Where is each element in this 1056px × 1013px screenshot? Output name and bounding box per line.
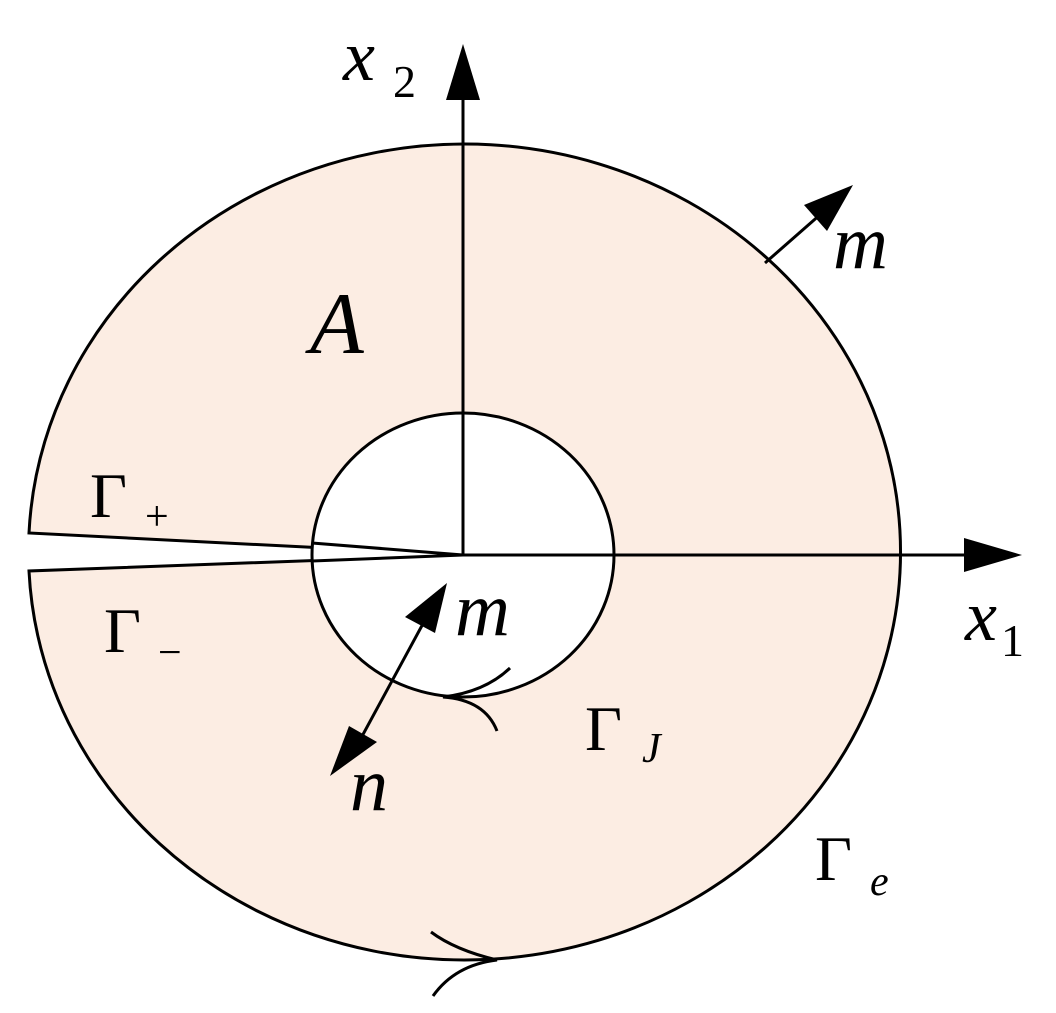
inner-normal-n-label: n — [350, 743, 388, 827]
inner-normal-n-arrowhead — [330, 726, 377, 776]
crack-face-lower — [311, 553, 464, 563]
gamma-minus-subscript: − — [158, 630, 182, 676]
x2-axis-arrowhead — [446, 44, 480, 100]
inner-normal-line — [358, 619, 427, 741]
gamma-plus-label: Γ — [90, 460, 127, 531]
gamma-j-direction-chevron — [442, 666, 512, 732]
x2-axis-subscript: 2 — [393, 56, 416, 107]
gamma-e-subscript: e — [870, 859, 889, 905]
outer-normal-arrow-line — [764, 211, 823, 265]
crack-face-upper — [311, 541, 464, 557]
x1-axis-arrowhead — [964, 538, 1022, 572]
inner-normal-m-label: m — [455, 568, 510, 652]
x1-axis-label: x — [964, 576, 997, 656]
outer-normal-arrowhead — [804, 185, 853, 231]
outer-normal-label: m — [833, 201, 888, 285]
gamma-plus-subscript: + — [145, 494, 169, 540]
x1-axis-subscript: 1 — [1001, 615, 1024, 666]
x2-axis-label: x — [342, 16, 375, 96]
region-label: A — [305, 276, 365, 373]
inner-normal-m-arrowhead — [405, 583, 447, 633]
gamma-minus-label: Γ — [104, 595, 141, 666]
gamma-e-direction-chevron — [430, 930, 498, 997]
gamma-j-subscript: J — [642, 726, 663, 772]
gamma-j-label: Γ — [585, 693, 622, 764]
gamma-e-label: Γ — [815, 823, 852, 894]
